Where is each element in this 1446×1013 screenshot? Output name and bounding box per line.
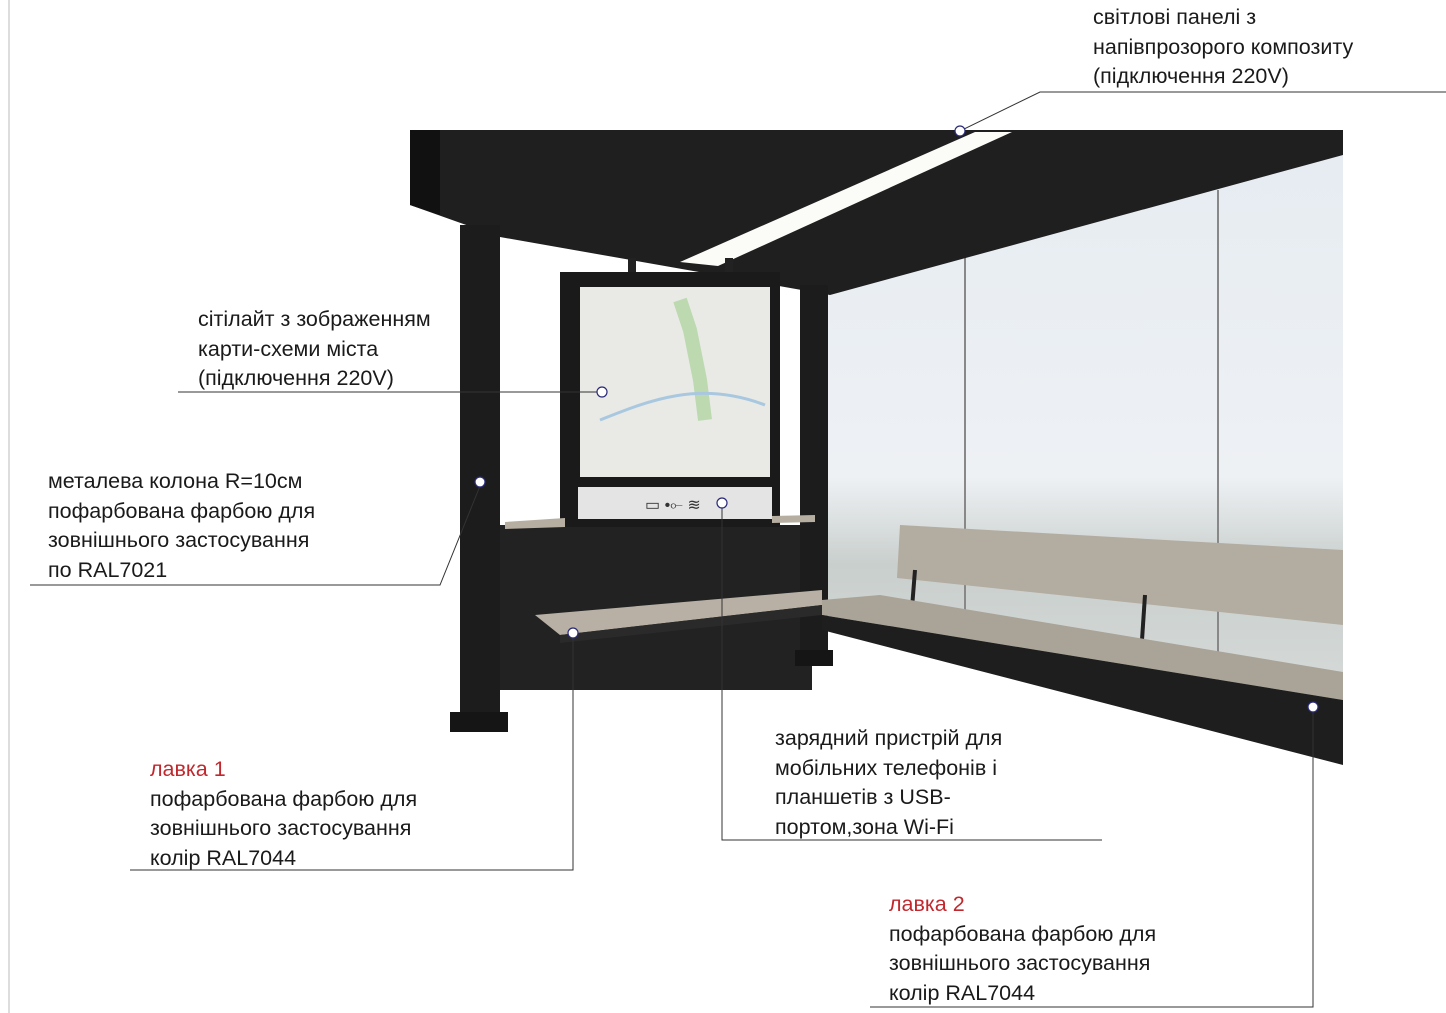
label-line: металева колона R=10см bbox=[48, 469, 303, 493]
annotation-column: металева колона R=10см пофарбована фарбо… bbox=[48, 467, 315, 585]
label-line: зовнішнього застосування bbox=[889, 951, 1151, 975]
label-line: мобільних телефонів і bbox=[775, 755, 998, 780]
bench-1-seat bbox=[535, 590, 822, 635]
label-line: колір RAL7044 bbox=[889, 980, 1036, 1005]
city-map bbox=[580, 287, 770, 477]
bench-2-backrest bbox=[897, 525, 1343, 625]
charging-icons: ▭ •⟜ ≋ bbox=[645, 497, 701, 514]
annotation-citylight: сітілайт з зображенням карти-схеми міста… bbox=[198, 305, 431, 394]
label-line: (підключення 220V) bbox=[198, 366, 394, 390]
charging-panel bbox=[578, 487, 772, 519]
label-line: зовнішнього застосування bbox=[48, 528, 310, 552]
annotation-bench-1: лавка 1 пофарбована фарбою для зовнішньо… bbox=[150, 755, 417, 873]
label-line: світлові панелі з bbox=[1093, 5, 1257, 29]
metal-column bbox=[460, 225, 500, 720]
annotation-bench-2: лавка 2 пофарбована фарбою для зовнішньо… bbox=[889, 890, 1156, 1008]
label-line: колір RAL7044 bbox=[150, 845, 297, 870]
leader-lines bbox=[30, 91, 1446, 1008]
label-line: планшетів з USB- bbox=[775, 785, 951, 809]
label-line: пофарбована фарбою для bbox=[48, 498, 316, 523]
label-line: портом,зона Wi-Fi bbox=[775, 814, 954, 839]
label-line: пофарбована фарбою для bbox=[150, 786, 418, 811]
label-line: зовнішнього застосування bbox=[150, 816, 412, 840]
label-line: напівпрозорого композиту bbox=[1093, 34, 1354, 59]
annotation-charger: зарядний пристрій для мобільних телефоні… bbox=[775, 724, 1002, 842]
bench-2-seat bbox=[822, 595, 1343, 700]
label-title: лавка 2 bbox=[889, 892, 965, 916]
label-line: зарядний пристрій для bbox=[775, 726, 1003, 750]
label-title: лавка 1 bbox=[150, 757, 226, 781]
label-line: пофарбована фарбою для bbox=[889, 921, 1157, 946]
label-line: карти-схеми міста bbox=[198, 336, 379, 361]
label-line: сітілайт з зображенням bbox=[198, 307, 431, 331]
label-line: (підключення 220V) bbox=[1093, 64, 1289, 88]
annotation-light-panels: світлові панелі з напівпрозорого компози… bbox=[1093, 3, 1353, 92]
roof bbox=[410, 130, 1343, 295]
label-line: по RAL7021 bbox=[48, 557, 168, 582]
light-panel bbox=[680, 132, 1012, 266]
